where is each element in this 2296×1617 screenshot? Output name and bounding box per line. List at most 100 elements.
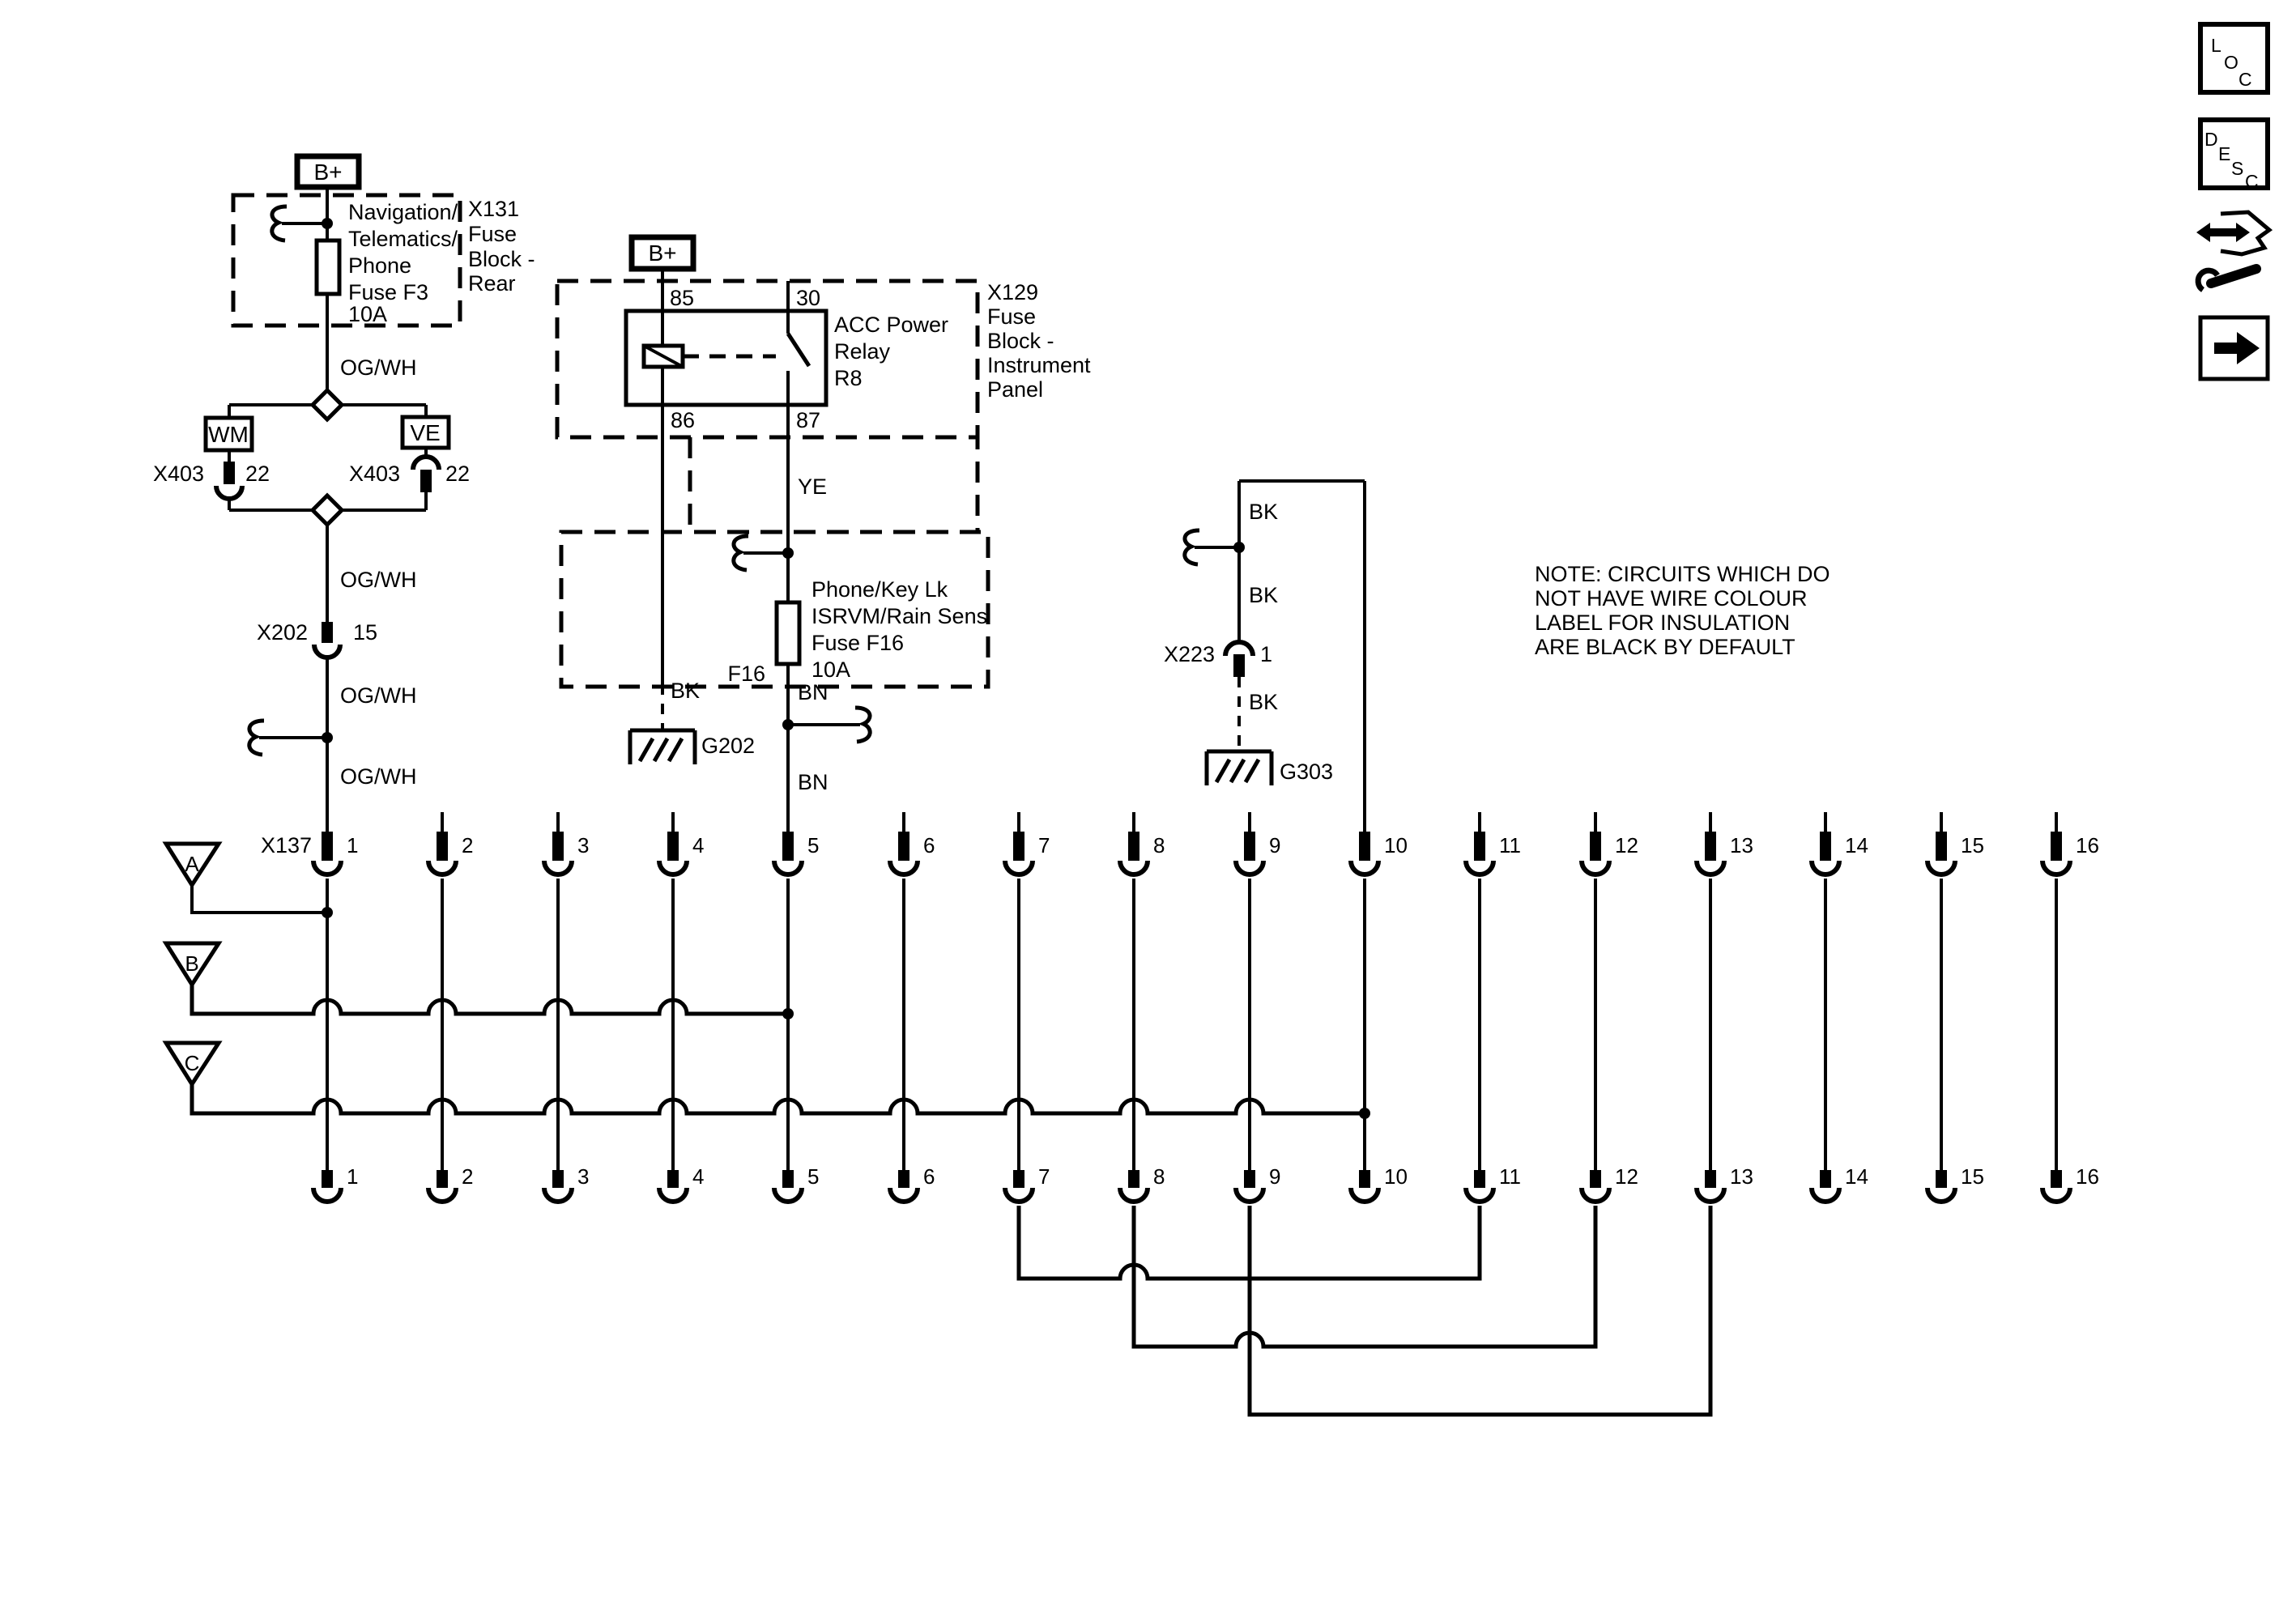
bottom-pin-number-11: 11 — [1499, 1164, 1521, 1189]
triangle-c-label: C — [185, 1051, 200, 1075]
bottom-cup-10 — [1348, 1187, 1381, 1204]
note-line-1: NOTE: CIRCUITS WHICH DO — [1535, 562, 1830, 586]
f16-ref-label: F16 — [727, 662, 765, 686]
relay-name-3: R8 — [834, 366, 863, 390]
splice-diamond-2 — [309, 492, 345, 528]
relay-pin86-label: 86 — [671, 408, 695, 432]
x137-top-cup-12 — [1579, 860, 1612, 877]
fuse-f3-symbol — [314, 238, 342, 296]
bottom-pin-number-5: 5 — [807, 1164, 819, 1189]
x223-label: X223 — [1164, 642, 1215, 666]
route-outline-arrow — [2220, 210, 2273, 257]
bottom-pin-5 — [782, 1170, 794, 1188]
wrench-jaw — [2195, 267, 2220, 292]
desc-letter-d: D — [2204, 129, 2218, 150]
relay-box — [624, 309, 829, 407]
x131-fuse-block-outline — [231, 193, 462, 328]
relay-name-2: Relay — [834, 339, 891, 364]
g303-label: G303 — [1280, 760, 1333, 784]
triangle-b-label: B — [185, 951, 198, 976]
bottom-pin-11 — [1474, 1170, 1485, 1188]
x137-top-pin-1 — [322, 832, 333, 861]
x137-top-cup-8 — [1118, 860, 1150, 877]
bottom-cup-6 — [888, 1187, 920, 1204]
x131-title-4: Rear — [468, 271, 516, 296]
b-plus-label-left: B+ — [313, 160, 342, 185]
loc-button[interactable]: L O C — [2198, 22, 2270, 95]
x137-top-pin-14 — [1820, 832, 1831, 861]
relay-coil-diagonal — [643, 344, 684, 368]
fuse-f16-symbol — [774, 600, 802, 666]
route-9-to-13 — [1247, 1206, 1713, 1417]
x137-top-pin-16 — [2051, 832, 2062, 861]
f16-line-1: Phone/Key Lk — [811, 577, 948, 602]
right-arrow-icon — [2214, 332, 2260, 364]
g202-label: G202 — [701, 734, 755, 758]
bottom-pin-number-9: 9 — [1269, 1164, 1280, 1189]
x202-cup — [312, 644, 343, 660]
relay-pin87-label: 87 — [796, 408, 820, 432]
bottom-pin-16 — [2051, 1170, 2062, 1188]
route-wrench-icon[interactable] — [2195, 210, 2273, 292]
relay-pin85-label: 85 — [670, 286, 694, 310]
wire-label-ogwh-2: OG/WH — [340, 568, 417, 592]
x137-top-cup-11 — [1463, 860, 1496, 877]
x129-title-5: Panel — [987, 377, 1043, 402]
bottom-pin-13 — [1705, 1170, 1716, 1188]
g303-ground-symbol — [1204, 749, 1274, 785]
wire-label-bn-1: BN — [798, 680, 829, 704]
note-line-4: ARE BLACK BY DEFAULT — [1535, 635, 1795, 659]
bus-a — [190, 885, 327, 914]
pin-column-3: 33 — [542, 812, 589, 1204]
bottom-cup-5 — [772, 1187, 804, 1204]
bottom-pin-3 — [552, 1170, 564, 1188]
junction-dot-x131 — [322, 218, 333, 229]
x137-top-pin-8 — [1128, 832, 1139, 861]
x137-top-pin-13 — [1705, 832, 1716, 861]
x137-top-pin-12 — [1590, 832, 1601, 861]
ve-label: VE — [410, 420, 440, 445]
bottom-routing — [1016, 1206, 1713, 1417]
bottom-pin-4 — [667, 1170, 679, 1188]
bottom-pin-15 — [1936, 1170, 1947, 1188]
x137-top-cup-3 — [542, 860, 574, 877]
x137-top-cup-13 — [1694, 860, 1727, 877]
x403-right-pin — [420, 470, 432, 492]
f16-line-3: Fuse F16 — [811, 631, 904, 655]
x131-title-1: X131 — [468, 197, 519, 221]
wire-label-ye: YE — [798, 474, 827, 499]
junction-dot-bk — [1233, 542, 1245, 553]
x137-top-pin-5 — [782, 832, 794, 861]
bottom-cup-12 — [1579, 1187, 1612, 1204]
x202-label: X202 — [257, 620, 308, 645]
next-page-button[interactable] — [2198, 315, 2270, 381]
wire-label-bk-3: BK — [1249, 690, 1278, 714]
f16-line-2: ISRVM/Rain Sens — [811, 604, 987, 628]
top-pin-number-15: 15 — [1961, 833, 1984, 857]
wire-label-ogwh-3: OG/WH — [340, 683, 417, 708]
wire-label-bk-1: BK — [1249, 500, 1278, 524]
junction-dot-bn — [782, 719, 794, 730]
loc-letter-c: C — [2238, 69, 2252, 90]
pin-column-8: 88 — [1118, 812, 1165, 1204]
triangle-buses: A B C — [162, 841, 1370, 1119]
connector-grid: 1122334455667788991010111112121313141415… — [311, 812, 2099, 1204]
f16-fuse-block-outline — [559, 530, 990, 689]
desc-letter-e: E — [2218, 143, 2230, 164]
x137-top-cup-14 — [1809, 860, 1842, 877]
x403-left-cup — [214, 485, 245, 501]
x131-line-4: Fuse F3 — [348, 280, 428, 304]
splice-hook-ogwh — [247, 718, 265, 757]
x131-line-2: Telematics/ — [348, 227, 458, 251]
splice-hook-x131 — [270, 204, 288, 243]
desc-button[interactable]: D E S C — [2198, 117, 2270, 192]
note-line-3: LABEL FOR INSULATION — [1535, 611, 1790, 635]
top-pin-number-4: 4 — [692, 833, 704, 857]
bottom-pin-7 — [1013, 1170, 1024, 1188]
x131-fuse-circuit: B+ Navigation/ Telematics/ Phone Fuse F3… — [153, 153, 535, 857]
relay-switch-blade — [786, 332, 811, 368]
